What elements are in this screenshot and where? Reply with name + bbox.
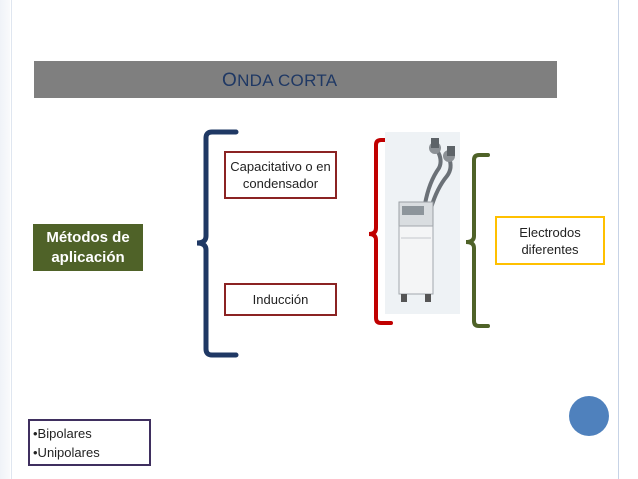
title-second-word: CORTA — [277, 71, 338, 90]
capacitive-method-box: Capacitativo o en condensador — [224, 151, 337, 199]
right-divider-line — [618, 0, 619, 479]
shortwave-diathermy-device-icon — [385, 132, 460, 314]
left-divider-line — [11, 0, 12, 479]
electrodes-box: Electrodos diferentes — [495, 216, 605, 265]
title-rest-first-word: NDA — [237, 71, 273, 90]
title-first-letter: O — [222, 70, 238, 91]
capacitive-method-label: Capacitativo o en condensador — [230, 159, 331, 191]
title-bar — [34, 61, 557, 98]
left-edge-decoration — [0, 0, 10, 479]
methods-label: Métodos de aplicación — [46, 228, 130, 266]
accent-circle — [569, 396, 609, 436]
induction-method-label: Inducción — [252, 292, 309, 307]
electrodes-label: Electrodos diferentes — [519, 224, 581, 257]
type-bipolar: •Bipolares — [33, 425, 92, 441]
methods-label-box: Métodos de aplicación — [33, 224, 143, 271]
red-brace — [368, 138, 393, 325]
blue-brace — [196, 129, 239, 358]
electrode-types-box: •Bipolares •Unipolares — [28, 419, 151, 466]
green-brace — [465, 153, 490, 328]
type-unipolar: •Unipolares — [33, 444, 100, 460]
slide-title: ONDA CORTA — [222, 70, 337, 92]
induction-method-box: Inducción — [224, 283, 337, 316]
